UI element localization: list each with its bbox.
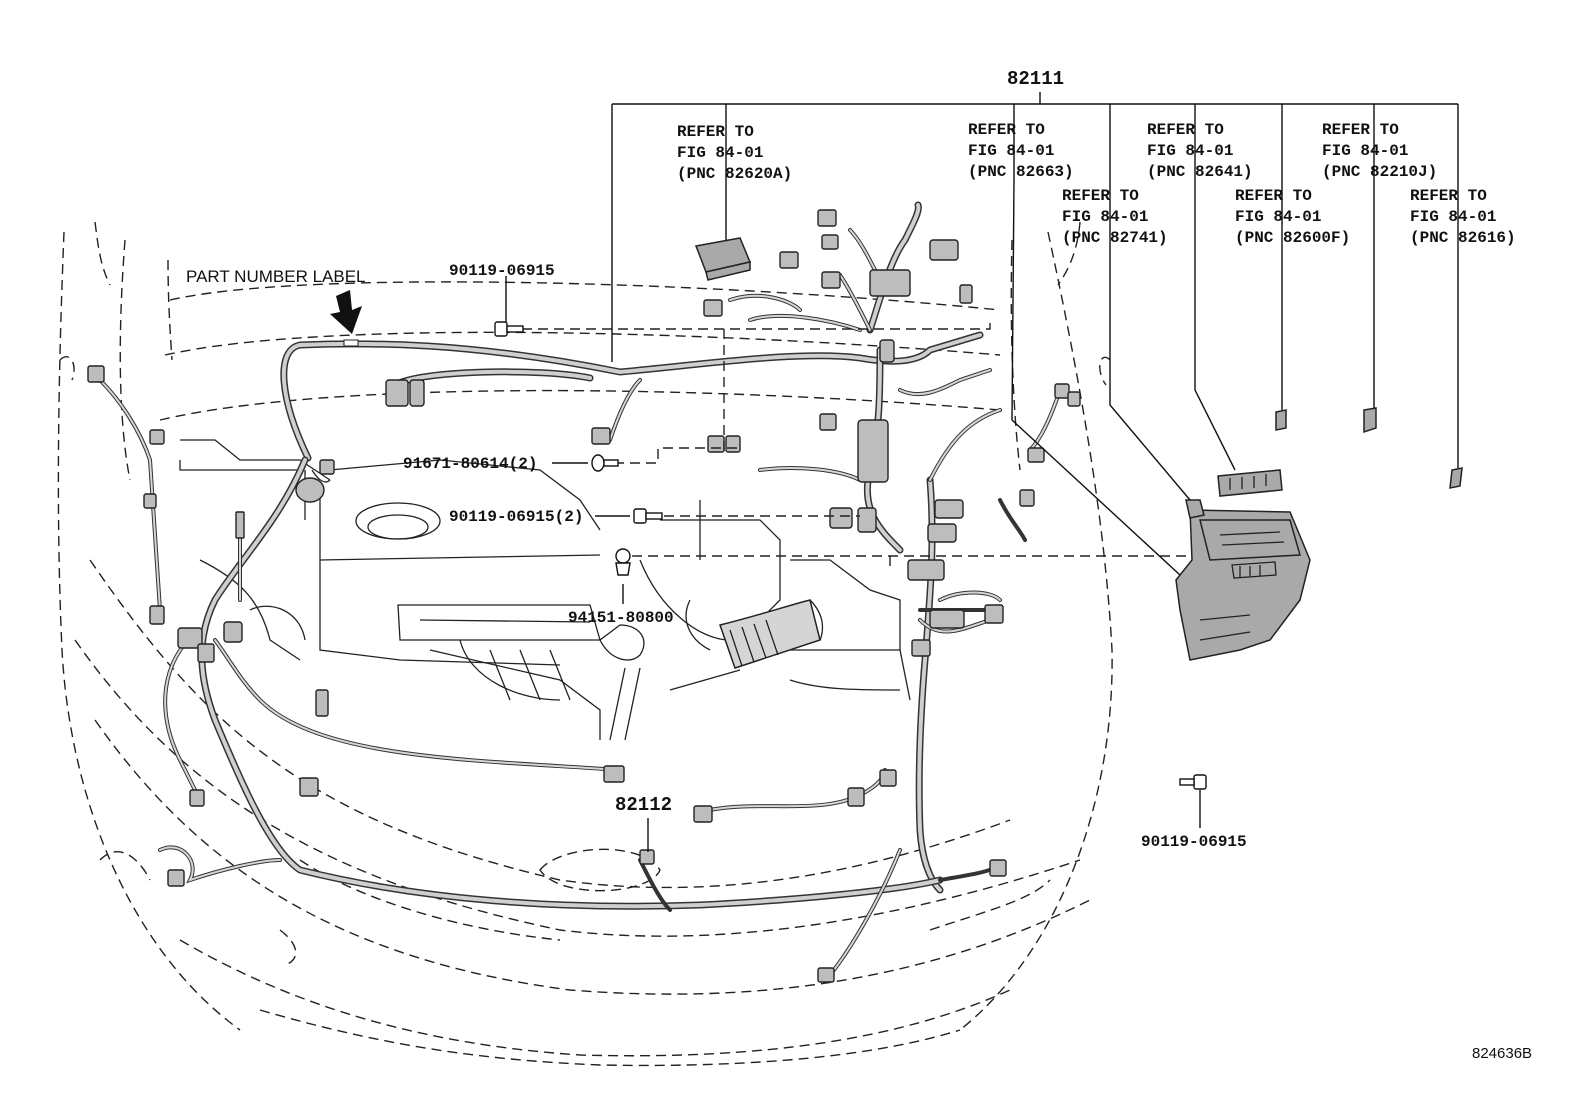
- svg-text:(PNC 82620A): (PNC 82620A): [677, 165, 792, 183]
- bolt-icon: [633, 508, 663, 524]
- air-intake-hose: [719, 599, 824, 669]
- reference-82600f: REFER TO FIG 84-01 (PNC 82600F): [1235, 187, 1350, 247]
- svg-text:REFER TO: REFER TO: [1410, 187, 1487, 205]
- bolt-icon: [494, 321, 524, 337]
- part-number-label-text: PART NUMBER LABEL: [186, 267, 366, 286]
- svg-text:(PNC 82741): (PNC 82741): [1062, 229, 1168, 247]
- reference-82616: REFER TO FIG 84-01 (PNC 82616): [1410, 187, 1516, 247]
- svg-text:(PNC 82663): (PNC 82663): [968, 163, 1074, 181]
- svg-text:REFER TO: REFER TO: [1062, 187, 1139, 205]
- bolt-mid-label: 90119-06915(2): [449, 508, 583, 526]
- connectors: [87, 209, 1081, 983]
- reference-82741: REFER TO FIG 84-01 (PNC 82741): [1062, 187, 1168, 247]
- svg-text:FIG 84-01: FIG 84-01: [1235, 208, 1321, 226]
- nut-label: 94151-80800: [568, 609, 674, 627]
- bolt-right-label: 90119-06915: [1141, 833, 1247, 851]
- junction-block: [1175, 499, 1311, 661]
- svg-text:REFER TO: REFER TO: [968, 121, 1045, 139]
- front-harness-82112: [158, 768, 1002, 977]
- relay-blocks: [694, 237, 1463, 497]
- nut-icon: [615, 548, 631, 576]
- svg-text:FIG 84-01: FIG 84-01: [677, 144, 763, 162]
- reference-bracket: [505, 92, 1459, 852]
- figure-id: 824636B: [1472, 1045, 1532, 1062]
- svg-text:(PNC 82600F): (PNC 82600F): [1235, 229, 1350, 247]
- svg-text:(PNC 82210J): (PNC 82210J): [1322, 163, 1437, 181]
- reference-82641: REFER TO FIG 84-01 (PNC 82641): [1147, 121, 1253, 181]
- fastener-leaders: [522, 318, 1190, 570]
- svg-text:REFER TO: REFER TO: [1235, 187, 1312, 205]
- sub-harness-label: 82112: [615, 794, 672, 816]
- bolt-icon: [1179, 774, 1207, 790]
- vehicle-body-outline: [57, 221, 1113, 1067]
- clip-icon: [591, 454, 619, 472]
- svg-text:(PNC 82616): (PNC 82616): [1410, 229, 1516, 247]
- bolt-top-label: 90119-06915: [449, 262, 555, 280]
- svg-text:FIG 84-01: FIG 84-01: [1147, 142, 1233, 160]
- reference-82210j: REFER TO FIG 84-01 (PNC 82210J): [1322, 121, 1437, 181]
- svg-text:FIG 84-01: FIG 84-01: [1062, 208, 1148, 226]
- svg-text:REFER TO: REFER TO: [1322, 121, 1399, 139]
- down-arrow-icon: [330, 290, 362, 334]
- reference-82663: REFER TO FIG 84-01 (PNC 82663): [968, 121, 1074, 181]
- svg-text:FIG 84-01: FIG 84-01: [1322, 142, 1408, 160]
- svg-text:FIG 84-01: FIG 84-01: [968, 142, 1054, 160]
- svg-text:REFER TO: REFER TO: [677, 123, 754, 141]
- svg-text:(PNC 82641): (PNC 82641): [1147, 163, 1253, 181]
- svg-text:FIG 84-01: FIG 84-01: [1410, 208, 1496, 226]
- clip-label: 91671-80614(2): [403, 455, 537, 473]
- engine-outline: [179, 439, 911, 741]
- svg-text:REFER TO: REFER TO: [1147, 121, 1224, 139]
- main-harness-label: 82111: [1007, 68, 1064, 90]
- reference-82620a: REFER TO FIG 84-01 (PNC 82620A): [677, 123, 792, 183]
